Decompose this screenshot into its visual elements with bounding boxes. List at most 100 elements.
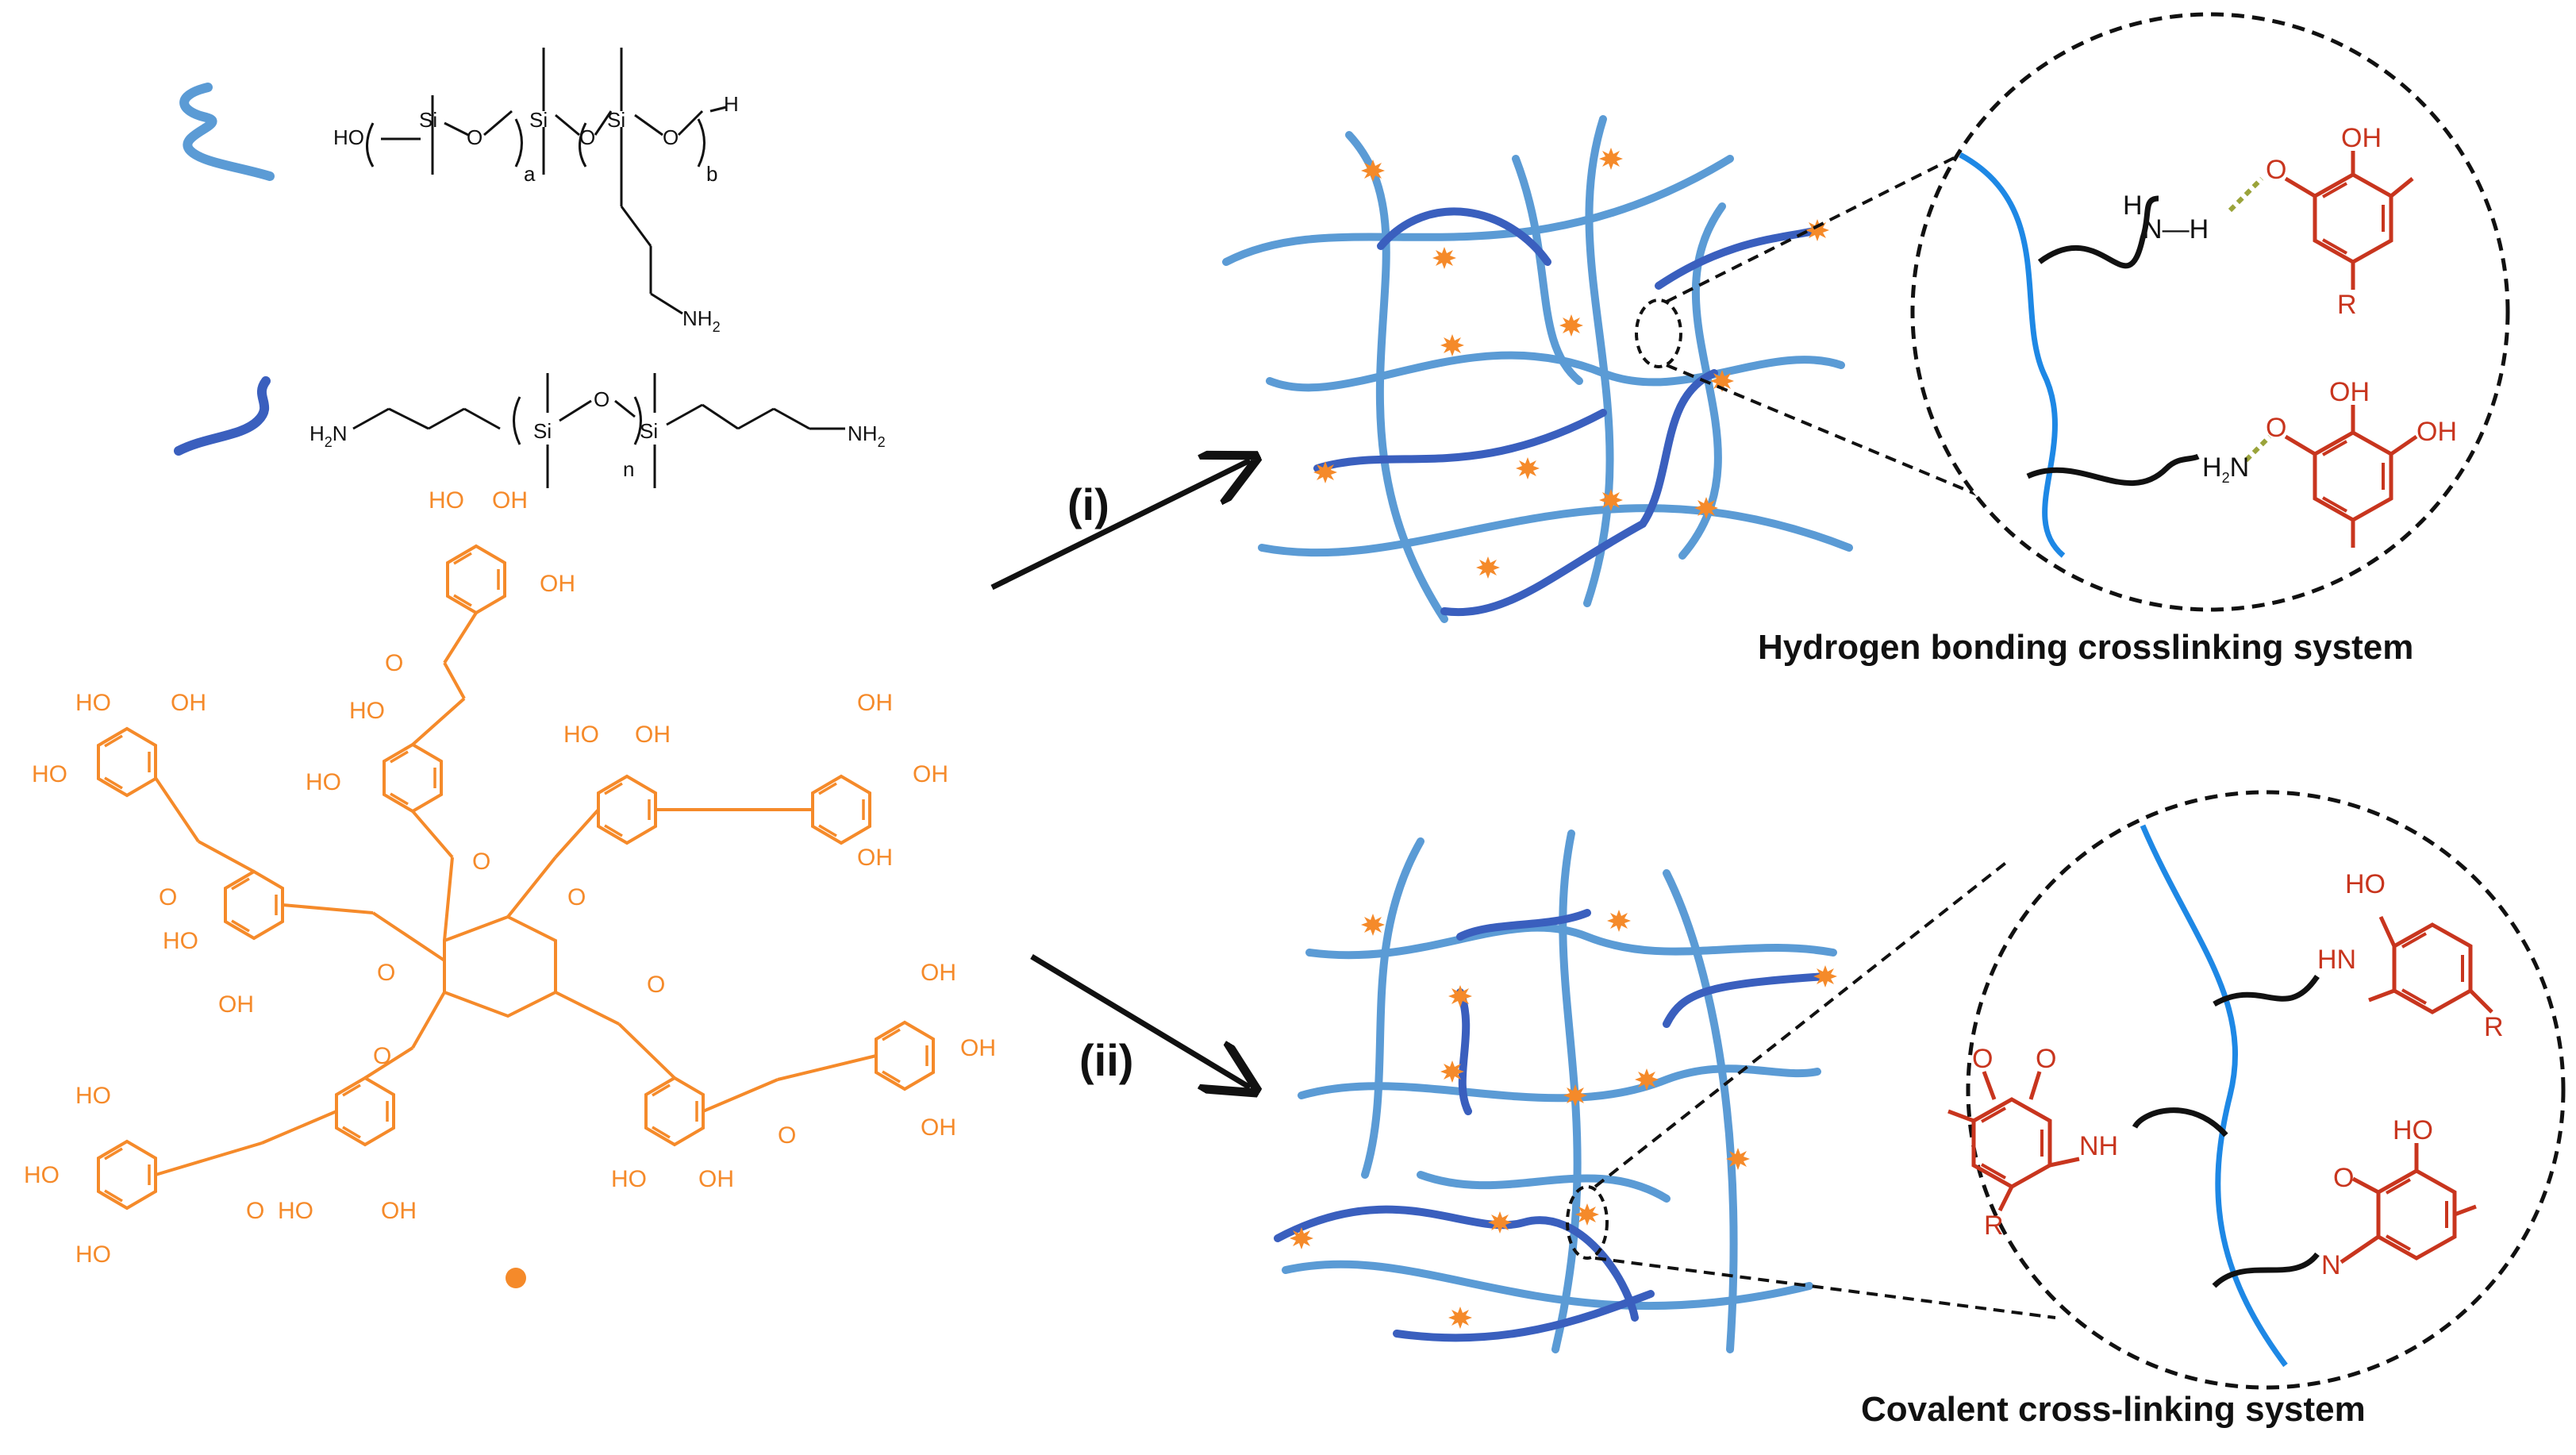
tannic-ester-linkers: [154, 611, 877, 1176]
oh-label-25: OH: [698, 1166, 734, 1192]
zoom-top-oh-1: OH: [2341, 123, 2382, 153]
structure-aminopropyl-siloxane: [366, 48, 727, 315]
zoom-top-oh-3: OH: [2416, 417, 2457, 447]
zoom-line-top-upper: [1666, 149, 1969, 303]
label-o-b: O: [594, 387, 609, 411]
zoom-top-label-nh: N—H: [2143, 214, 2209, 244]
oh-label-20: HO: [24, 1162, 60, 1188]
zoom-bottom-o-1: O: [1972, 1044, 1993, 1074]
zoom-circle-covalent: HO HN R O O NH R HO O N: [1947, 790, 2566, 1390]
oh-label-23: OH: [381, 1198, 417, 1224]
oh-label-11: OH: [857, 690, 893, 716]
o-label-7: O: [246, 1198, 264, 1224]
arrow-step-ii: [1030, 953, 1250, 1087]
zoom-bottom-ho: HO: [2345, 869, 2386, 899]
step-ii-label: (ii): [1079, 1035, 1133, 1085]
o-label-3: O: [159, 884, 177, 910]
oh-label-21: HO: [75, 1241, 111, 1268]
zoom-bottom-ho-2: HO: [2393, 1115, 2433, 1145]
label-si-b1: Si: [533, 419, 552, 443]
caption-hydrogen-bonding: Hydrogen bonding crosslinking system: [1758, 628, 2413, 667]
zoom-top-label-h: H: [2123, 191, 2143, 221]
zoom-top-label-h2n: H2N: [2202, 452, 2249, 486]
label-o-3: O: [663, 125, 679, 149]
galloyl-ring-8: [97, 1140, 157, 1210]
dark-blue-wavy-line-icon: [174, 376, 271, 456]
zoom-bottom-o-2: O: [2036, 1044, 2056, 1074]
zoom-bottom-hn: HN: [2317, 945, 2356, 975]
oh-label-5: OH: [171, 690, 206, 716]
oh-label-13: OH: [857, 845, 893, 871]
oh-label-17: OH: [960, 1035, 996, 1061]
arrow-step-i: [990, 460, 1250, 591]
label-si-b2: Si: [640, 419, 658, 443]
step-i-label: (i): [1067, 479, 1109, 529]
glucose-core-ring: [443, 914, 557, 1018]
label-nh2-b: NH2: [848, 421, 886, 450]
label-h2n: H2N: [310, 421, 348, 450]
o-label-1: O: [385, 650, 403, 676]
oh-label-4: HO: [75, 690, 111, 716]
legend-polymer-b: H2N Si O Si n NH2: [174, 373, 886, 488]
galloyl-ring-2: [383, 743, 443, 813]
oh-label-6: HO: [32, 761, 67, 787]
oh-label-19: HO: [75, 1083, 111, 1109]
o-label-5: O: [567, 884, 586, 910]
zoom-bottom-r-1: R: [2484, 1012, 2504, 1042]
zoom-circle-hydrogen-bonding: H N—H H2N O OH R O OH OH: [1910, 12, 2510, 612]
galloyl-ring-6: [811, 775, 871, 845]
caption-covalent: Covalent cross-linking system: [1861, 1390, 2366, 1429]
network-covalent: [1274, 830, 1837, 1353]
network-hydrogen-bonded: [1222, 115, 1853, 623]
light-blue-wavy-line-icon: [179, 83, 275, 181]
label-si-1: Si: [419, 108, 437, 132]
zoom-line-top-lower: [1666, 364, 2048, 525]
zoom-region-marker-top: [1635, 298, 1682, 368]
label-nh2: NH2: [682, 306, 721, 335]
o-label-8: O: [647, 972, 665, 998]
galloyl-ring-5: [597, 775, 657, 845]
galloyl-ring-1: [446, 545, 506, 614]
zoom-top-o-1: O: [2266, 155, 2286, 185]
oh-label-8: HO: [306, 769, 341, 795]
zoom-bottom-o-3: O: [2333, 1163, 2354, 1193]
o-label-4: O: [377, 960, 395, 986]
label-ho: HO: [333, 125, 364, 149]
o-label-6: O: [373, 1043, 391, 1069]
zoom-top-o-2: O: [2266, 413, 2286, 443]
galloyl-ring-4: [224, 870, 284, 940]
label-subscript-n: n: [623, 457, 634, 481]
oh-label-7: HO: [349, 698, 385, 724]
zoom-bottom-n: N: [2321, 1250, 2341, 1280]
zoom-line-bottom-lower: [1594, 1257, 2056, 1319]
oh-label-16: OH: [921, 960, 956, 986]
oh-label-10: OH: [635, 722, 671, 748]
zoom-bottom-r-2: R: [1984, 1211, 2004, 1241]
label-o-2: O: [579, 125, 595, 149]
galloyl-ring-3: [97, 727, 157, 797]
label-si-2: Si: [529, 108, 548, 132]
label-o-1: O: [467, 125, 483, 149]
zoom-region-marker-bottom: [1566, 1185, 1609, 1260]
zoom-top-r-1: R: [2337, 290, 2357, 320]
legend-polymer-a: HO Si O Si O Si O a b H NH2: [179, 48, 739, 335]
label-si-3: Si: [607, 108, 625, 132]
oh-label-12: OH: [913, 761, 948, 787]
label-subscript-b: b: [706, 162, 717, 186]
label-h-end: H: [724, 92, 739, 116]
oh-label-9: HO: [563, 722, 599, 748]
zoom-line-bottom-upper: [1594, 860, 2009, 1188]
galloyl-ring-10: [875, 1021, 935, 1091]
oh-label-24: HO: [611, 1166, 647, 1192]
galloyl-ring-7: [335, 1076, 395, 1146]
oh-label-14: HO: [163, 928, 198, 954]
zoom-top-oh-2: OH: [2329, 377, 2370, 407]
oh-label-2: OH: [492, 487, 528, 514]
oh-label-1: HO: [429, 487, 464, 514]
oh-label-22: HO: [278, 1198, 313, 1224]
oh-label-18: OH: [921, 1114, 956, 1141]
label-subscript-a: a: [524, 162, 536, 186]
galloyl-ring-9: [644, 1076, 705, 1146]
structure-diaminopropyl-pdms: [352, 373, 845, 488]
